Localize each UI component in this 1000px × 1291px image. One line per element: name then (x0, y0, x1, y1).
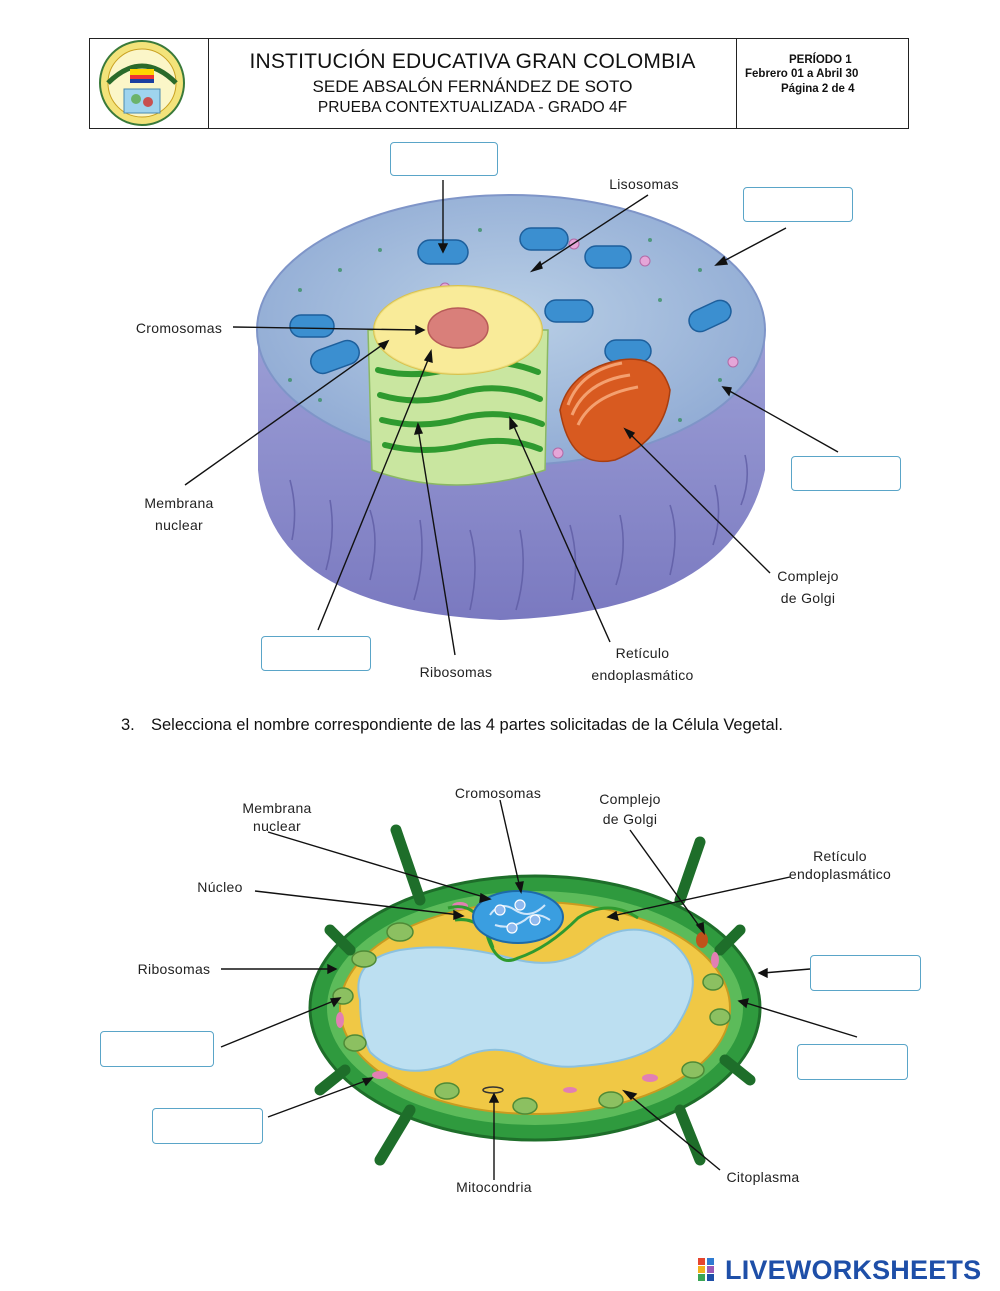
answer-box-animal-4[interactable] (261, 636, 371, 671)
plant-label-membrana-1: Membrana (242, 800, 312, 816)
plant-label-cromosomas: Cromosomas (454, 785, 542, 801)
test-name: PRUEBA CONTEXTUALIZADA - GRADO 4F (317, 99, 628, 116)
answer-box-animal-2[interactable] (743, 187, 853, 222)
answer-box-plant-4[interactable] (152, 1108, 263, 1144)
header-title-cell: INSTITUCIÓN EDUCATIVA GRAN COLOMBIA SEDE… (209, 39, 737, 128)
liveworksheets-brand[interactable]: LIVEWORKSHEETS (725, 1255, 982, 1285)
nucleus-body (367, 329, 549, 486)
logo-cell (90, 39, 209, 128)
chromosomes-shape (427, 307, 489, 349)
plant-label-nucleo: Núcleo (197, 879, 243, 895)
plant-label-golgi-2: de Golgi (602, 811, 658, 827)
plant-label-membrana-2: nuclear (252, 818, 302, 834)
plant-label-ribosomas: Ribosomas (137, 961, 211, 977)
question-number: 3. (121, 716, 135, 734)
plant-cell-diagram (308, 824, 762, 1166)
answer-box-animal-1[interactable] (390, 142, 498, 176)
label-membrana-nuclear-1: Membrana (144, 495, 214, 511)
plant-nucleus-shape (472, 890, 564, 944)
label-reticulo-2: endoplasmático (591, 667, 694, 683)
page-number: Página 2 de 4 (781, 83, 855, 95)
label-golgi-2: de Golgi (780, 590, 836, 606)
liveworksheets-logo-icon (698, 1258, 714, 1281)
answer-box-plant-3[interactable] (797, 1044, 908, 1080)
document-header: INSTITUCIÓN EDUCATIVA GRAN COLOMBIA SEDE… (89, 38, 909, 129)
vacuole-shape (357, 928, 694, 1072)
label-membrana-nuclear-2: nuclear (154, 517, 204, 533)
sede-name: SEDE ABSALÓN FERNÁNDEZ DE SOTO (312, 77, 633, 96)
question-text: Selecciona el nombre correspondiente de … (151, 716, 783, 734)
plant-label-golgi-1: Complejo (599, 791, 661, 807)
plant-label-reticulo-2: endoplasmático (788, 866, 892, 882)
label-lisosomas: Lisosomas (609, 176, 679, 192)
label-reticulo-1: Retículo (615, 645, 670, 661)
date-range: Febrero 01 a Abril 30 (745, 68, 859, 80)
label-cromosomas: Cromosomas (135, 320, 223, 336)
answer-box-animal-3[interactable] (791, 456, 901, 491)
period-label: PERÍODO 1 (789, 54, 852, 66)
plant-label-mitocondria: Mitocondria (456, 1179, 532, 1195)
golgi-shape (559, 358, 671, 463)
school-logo (99, 40, 185, 126)
label-golgi-1: Complejo (777, 568, 839, 584)
answer-box-plant-2[interactable] (100, 1031, 214, 1067)
label-ribosomas: Ribosomas (419, 664, 493, 680)
institution-name: INSTITUCIÓN EDUCATIVA GRAN COLOMBIA (249, 50, 696, 73)
answer-box-plant-1[interactable] (810, 955, 921, 991)
question-3: 3. Selecciona el nombre correspondiente d… (121, 716, 783, 735)
header-period-cell: PERÍODO 1 Febrero 01 a Abril 30 Página 2… (737, 39, 908, 128)
plant-label-citoplasma: Citoplasma (726, 1169, 800, 1185)
plant-label-reticulo-1: Retículo (813, 848, 867, 864)
